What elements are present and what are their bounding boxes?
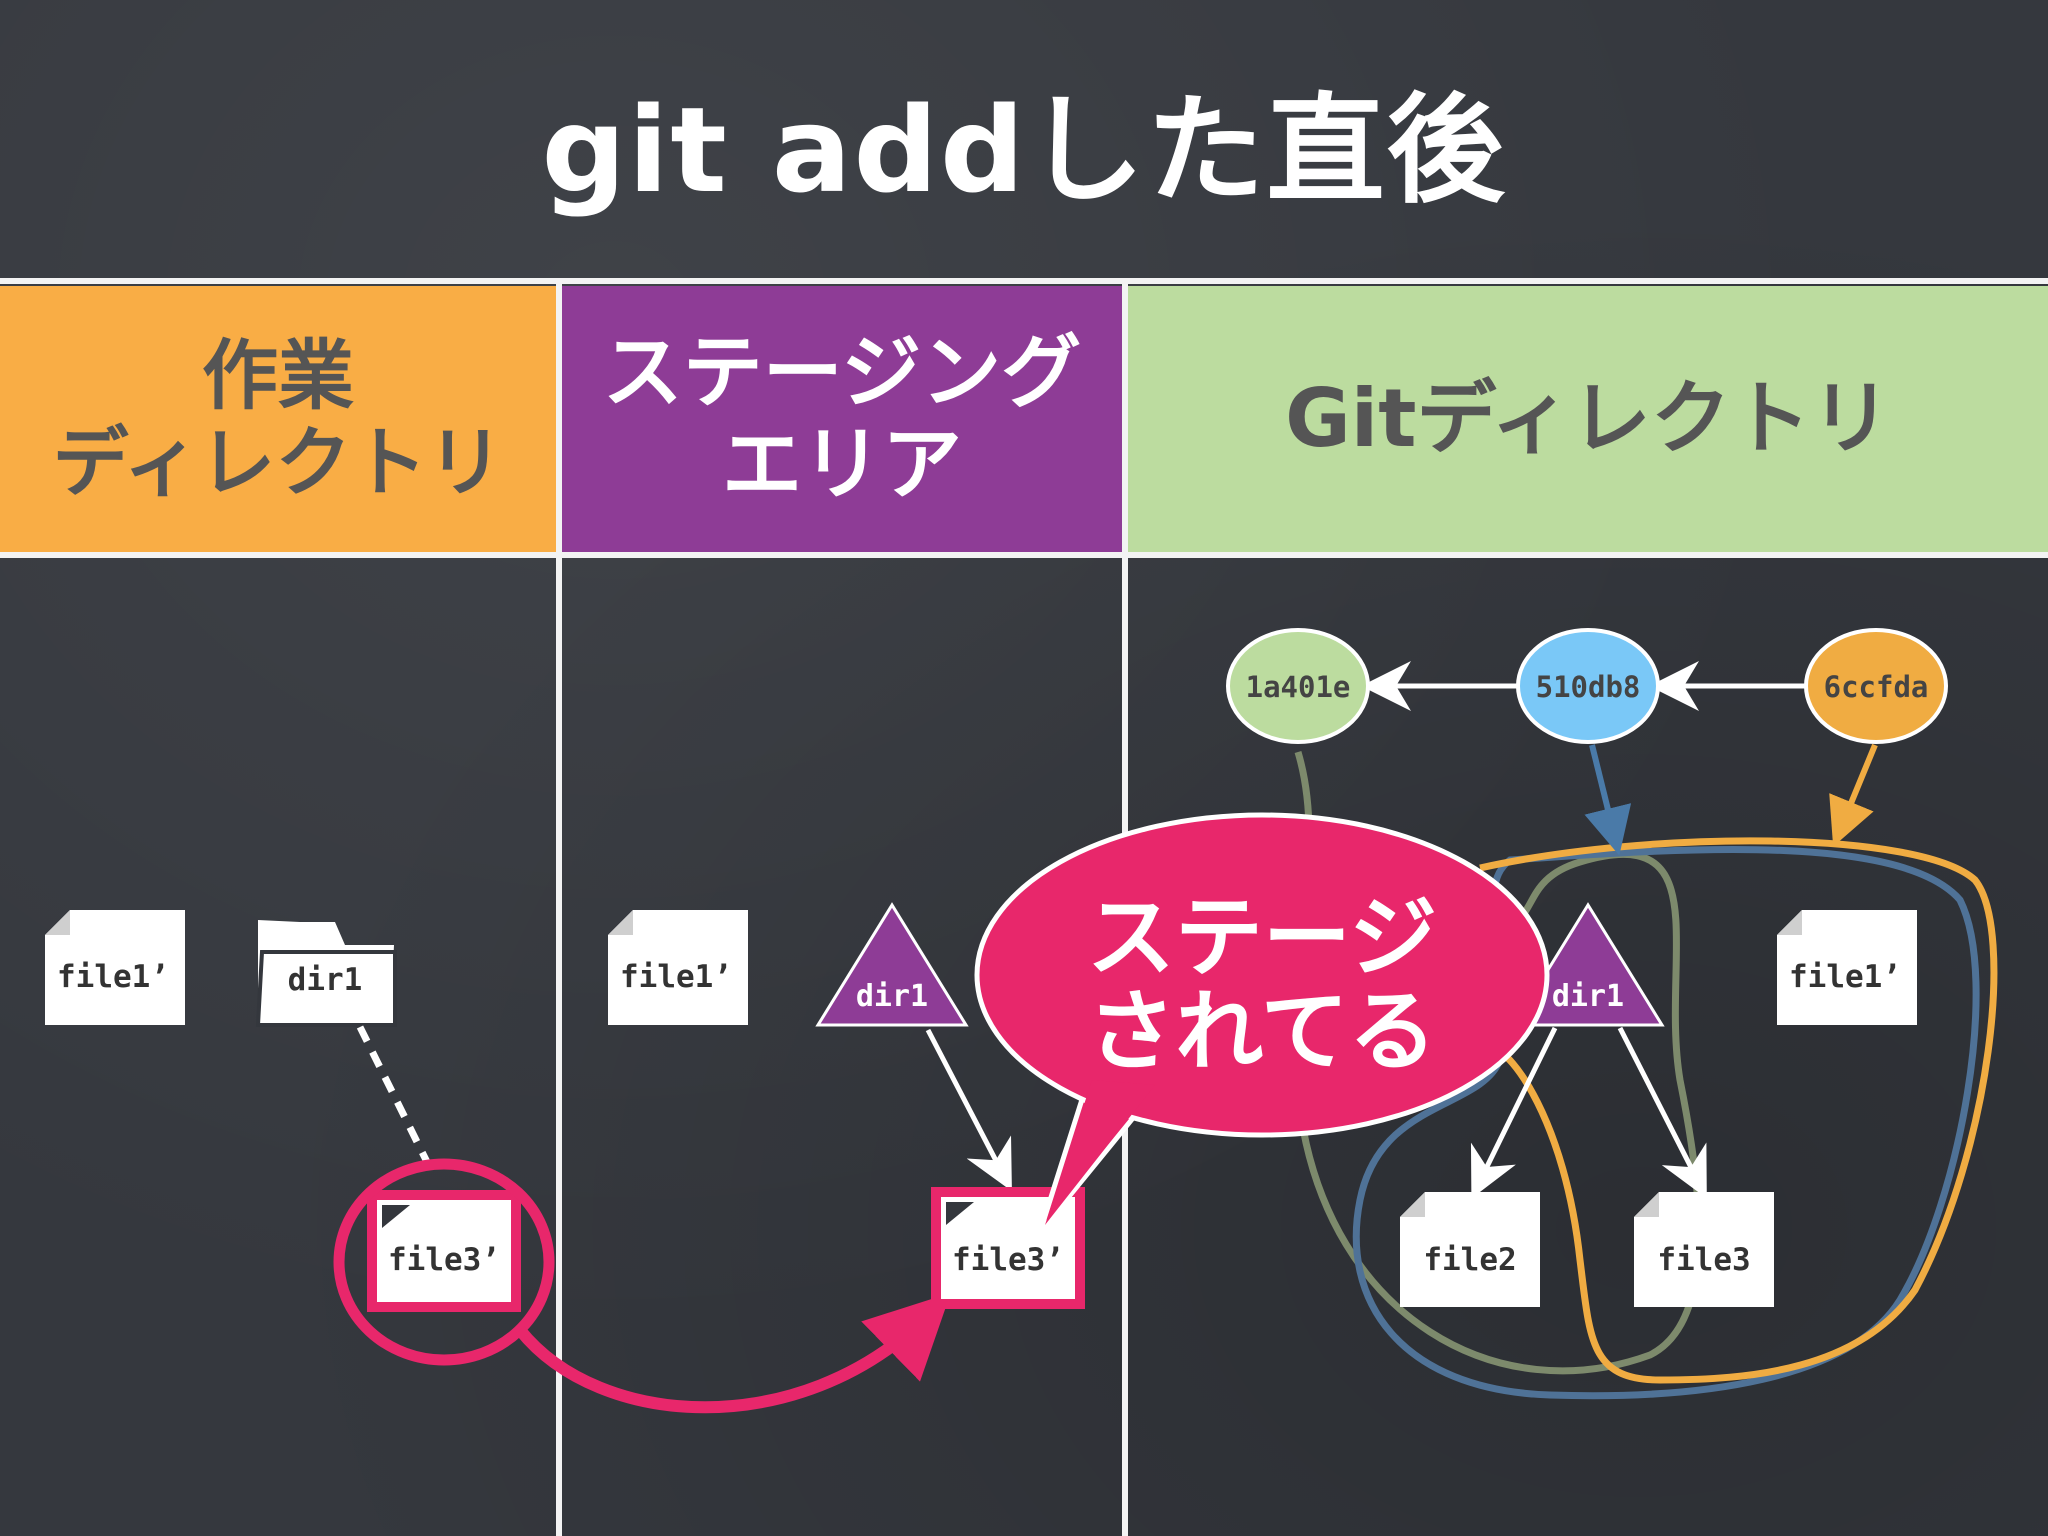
working-file1-label: file1’ (57, 959, 169, 995)
header-bottom-divider (0, 552, 2048, 558)
repo-file2-label: file2 (1423, 1242, 1516, 1278)
repo-file2-icon: file2 (1400, 1192, 1540, 1307)
git-directory-header-line1: Gitディレクトリ (1285, 372, 1891, 465)
commit-510db8-tree-outline (1352, 846, 1980, 1400)
slide-title: git addした直後 (541, 81, 1507, 219)
staging-dir1-label: dir1 (856, 979, 928, 1014)
staging-file1-label: file1’ (620, 959, 732, 995)
staging-dir1-tree-icon: dir1 (815, 902, 969, 1027)
stage-transfer-arrow (515, 1292, 951, 1414)
commit-node-6ccfda: 6ccfda (1804, 628, 1948, 744)
working-directory-header: 作業 ディレクトリ (0, 286, 556, 552)
repo-file3-icon: file3 (1634, 1192, 1774, 1307)
header-top-divider (0, 278, 2048, 284)
working-directory-header-line2: ディレクトリ (52, 418, 504, 507)
working-file3-icon: file3’ (367, 1190, 521, 1312)
staging-file3-icon: file3’ (931, 1187, 1085, 1309)
working-directory-header-line1: 作業 (202, 330, 354, 420)
staging-area-header-line1: ステージング (602, 326, 1082, 419)
staging-file1-icon: file1’ (608, 910, 748, 1025)
staging-dir1-to-file3-arrow (925, 1028, 1012, 1192)
working-dir1-label: dir1 (288, 962, 363, 998)
repo-dir1-tree-icon: dir1 (1511, 902, 1665, 1027)
commit-node-510db8: 510db8 (1516, 628, 1660, 744)
working-file3-label: file3’ (388, 1242, 500, 1278)
staging-area-header-line2: エリア (722, 418, 962, 511)
working-file3-highlight-circle (333, 1158, 555, 1366)
commit-1a401e-label: 1a401e (1246, 670, 1351, 704)
repo-dir1-label: dir1 (1552, 979, 1624, 1014)
working-dir1-folder-icon: dir1 (255, 920, 397, 1027)
repo-dir1-to-file2-arrow (1470, 1026, 1558, 1199)
callout-line1: ステージ (1087, 886, 1437, 989)
repo-file1-label: file1’ (1789, 959, 1901, 995)
commit-node-1a401e: 1a401e (1226, 628, 1370, 744)
working-file1-icon: file1’ (45, 910, 185, 1025)
repo-file3-label: file3 (1657, 1242, 1750, 1278)
git-directory-header: Gitディレクトリ (1128, 286, 2048, 552)
working-dir1-to-file3-dashed-link (356, 1025, 434, 1170)
commit-510db8-tree-arrow (1584, 744, 1632, 856)
repo-dir1-to-file3-arrow (1617, 1026, 1707, 1199)
staged-callout-bubble: ステージ されてる (974, 812, 1550, 1234)
commit-6ccfda-tree-outline (1479, 837, 1998, 1384)
callout-line2: されてる (1087, 980, 1436, 1083)
commit-6ccfda-tree-arrow (1829, 743, 1878, 847)
staging-file3-label: file3’ (952, 1242, 1064, 1278)
staging-area-header: ステージング エリア (562, 286, 1122, 552)
repo-file1-icon: file1’ (1777, 910, 1917, 1025)
commit-510db8-label: 510db8 (1536, 670, 1641, 704)
column-divider-1 (556, 280, 562, 1536)
commit-6ccfda-label: 6ccfda (1824, 670, 1929, 704)
